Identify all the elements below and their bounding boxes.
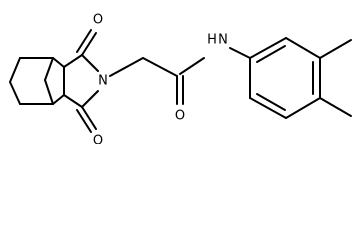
bond-c-c [63,54,83,68]
bond-bridge [44,79,54,105]
hydrogen-label: H [207,33,217,48]
oxygen-label: O [175,109,185,124]
norbornane-core [9,57,65,105]
bond-c-c [9,81,21,105]
bond-c-o-double [76,29,92,53]
bond-c-c [63,94,83,108]
bond-methyl [319,39,352,59]
bond-c-o-double [81,106,97,130]
nitrogen-label: N [98,74,108,89]
bond-aromatic [285,97,321,119]
bond-c-n [81,54,99,72]
bond-aromatic [249,97,287,119]
bond-c-o-double [76,109,92,133]
bond-bridge [44,57,54,81]
bond-c-o-double [81,32,97,56]
bond-aromatic-inner [256,93,286,111]
acetamide-linker [109,47,251,105]
bond-methyl [319,97,352,117]
oxygen-label: O [93,134,103,145]
dimethylphenyl-ring [249,37,352,119]
bond-c-c [142,57,178,77]
bond-aromatic [285,37,321,59]
bond-c-n [81,90,99,108]
bond-c-c [52,94,65,105]
chemical-structure: O N O O H N [9,13,352,145]
bond-n-c [109,57,144,77]
oxygen-label: O [93,13,103,28]
bond-c-c [9,57,21,83]
atom-labels: O N O O H N [93,13,228,145]
bond-n-c [229,47,251,59]
bond-aromatic [249,37,287,59]
nitrogen-label: N [218,33,228,48]
bond-aromatic-inner [256,45,286,63]
bond-c-c [52,57,65,68]
bond-c-n [179,57,205,75]
imide-ring [63,29,99,133]
